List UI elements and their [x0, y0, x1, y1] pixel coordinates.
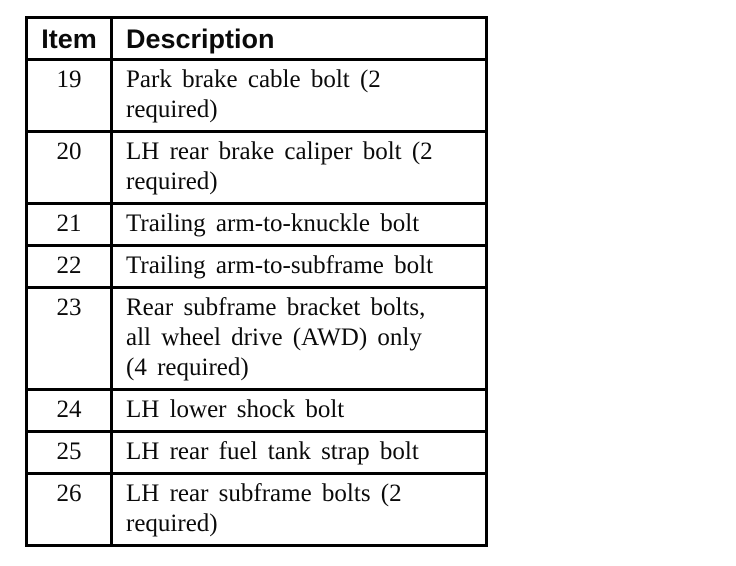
description-cell: Park brake cable bolt (2 required): [110, 58, 488, 133]
description-cell: Trailing arm-to-knuckle bolt: [110, 202, 488, 247]
item-cell: 23: [25, 286, 113, 391]
table-row: 20 LH rear brake caliper bolt (2 require…: [25, 130, 488, 205]
description-cell: LH rear brake caliper bolt (2 required): [110, 130, 488, 205]
description-cell: LH rear subframe bolts (2 required): [110, 472, 488, 547]
item-cell: 24: [25, 388, 113, 433]
table-row: 24 LH lower shock bolt: [25, 388, 488, 433]
item-cell: 25: [25, 430, 113, 475]
description-cell: Trailing arm-to-subframe bolt: [110, 244, 488, 289]
description-cell: Rear subframe bracket bolts, all wheel d…: [110, 286, 488, 391]
item-cell: 22: [25, 244, 113, 289]
parts-table: Item Description 19 Park brake cable bol…: [25, 16, 488, 547]
description-cell: LH rear fuel tank strap bolt: [110, 430, 488, 475]
table-row: 26 LH rear subframe bolts (2 required): [25, 472, 488, 547]
item-cell: 26: [25, 472, 113, 547]
header-row: Item Description: [25, 16, 488, 61]
table-row: 23 Rear subframe bracket bolts, all whee…: [25, 286, 488, 391]
table-row: 21 Trailing arm-to-knuckle bolt: [25, 202, 488, 247]
table-row: 22 Trailing arm-to-subframe bolt: [25, 244, 488, 289]
column-header-description: Description: [110, 16, 488, 61]
item-cell: 21: [25, 202, 113, 247]
item-cell: 20: [25, 130, 113, 205]
description-cell: LH lower shock bolt: [110, 388, 488, 433]
item-cell: 19: [25, 58, 113, 133]
table-row: 19 Park brake cable bolt (2 required): [25, 58, 488, 133]
table-row: 25 LH rear fuel tank strap bolt: [25, 430, 488, 475]
column-header-item: Item: [25, 16, 113, 61]
